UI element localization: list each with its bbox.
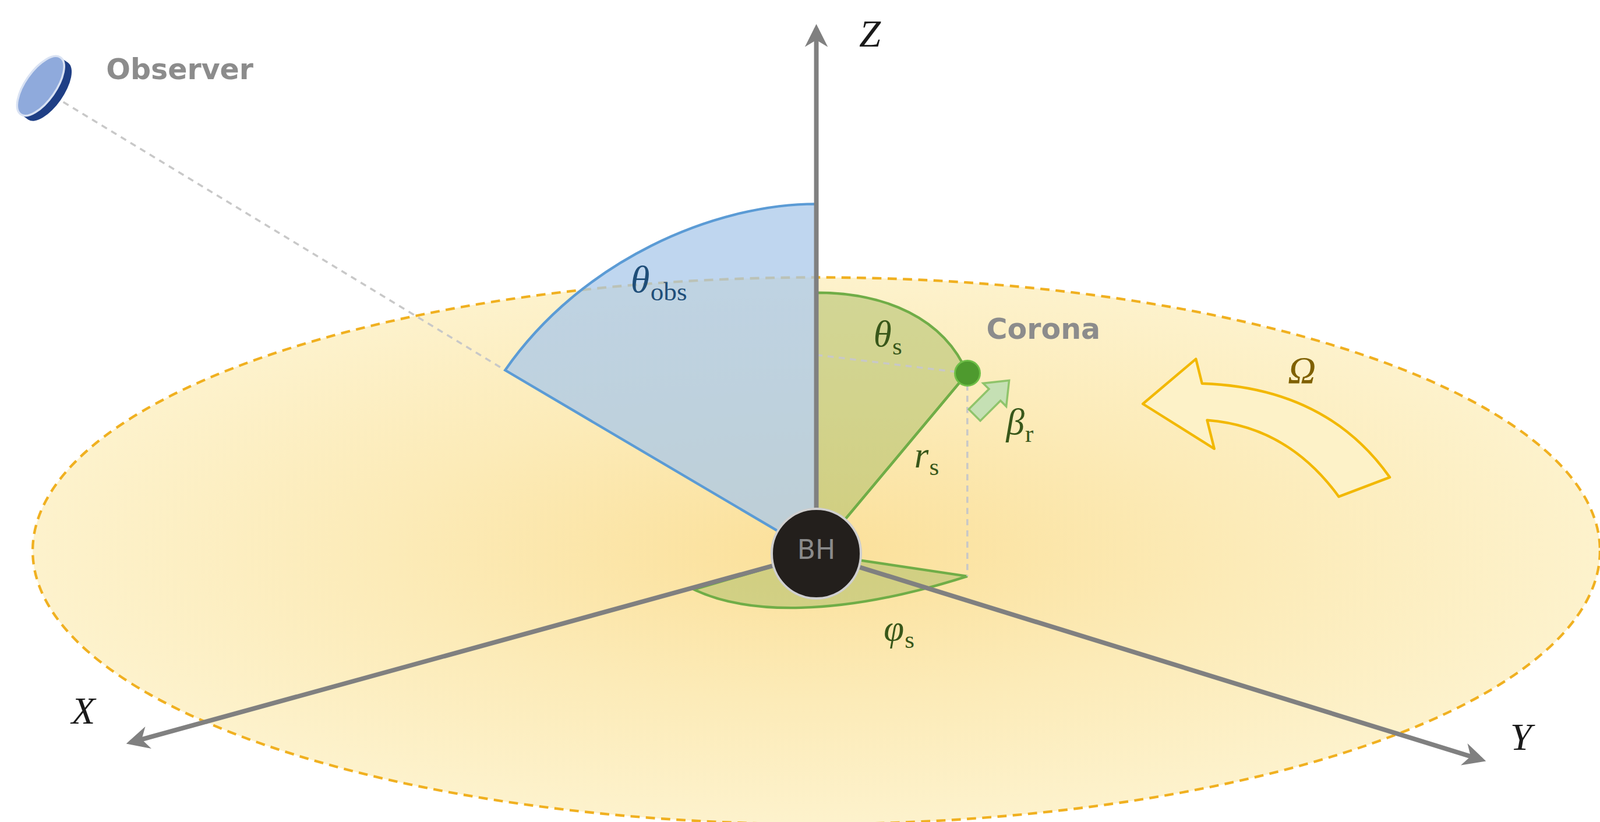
velocity-label: βr: [1005, 404, 1034, 448]
corona-label: Corona: [986, 315, 1101, 344]
inclination-wedge: [504, 203, 817, 554]
black-hole: BH: [770, 507, 863, 600]
x-axis: [130, 553, 817, 743]
radius-line: [845, 383, 959, 519]
y-axis: [816, 553, 1482, 761]
rotation-arrow: [1142, 359, 1390, 498]
symbol: θ: [630, 258, 651, 301]
z-axis: [814, 28, 819, 554]
radius-label: rs: [914, 437, 940, 481]
axis-label: X: [71, 691, 96, 731]
rotation-label: Ω: [1287, 351, 1316, 391]
corona-dot: Corona: [954, 359, 981, 387]
angle-label: φs: [883, 610, 915, 654]
axis-label: Z: [859, 14, 881, 54]
symbol: Y: [1510, 715, 1532, 759]
symbol: Ω: [1287, 348, 1316, 392]
symbol: β: [1005, 401, 1024, 443]
symbol: Z: [859, 12, 881, 55]
height-guide: [816, 355, 968, 374]
angle-label: θs: [873, 316, 903, 360]
line-of-sight: [63, 101, 506, 371]
observer-label: Observer: [106, 55, 254, 84]
subscript: s: [904, 626, 915, 654]
subscript: s: [929, 453, 940, 481]
angle-label: θobs: [630, 260, 688, 306]
subscript: obs: [650, 277, 688, 307]
symbol: θ: [873, 313, 892, 355]
subscript: r: [1025, 419, 1034, 448]
subscript: s: [892, 332, 903, 360]
black-hole-label: BH: [797, 534, 836, 566]
symbol: X: [71, 689, 96, 733]
observer-telescope: Observer: [6, 44, 258, 131]
projection-guide: [966, 373, 969, 577]
observer-icon: [6, 44, 83, 131]
symbol: φ: [883, 608, 904, 649]
connector-layer: [845, 383, 959, 519]
symbol: r: [914, 435, 930, 476]
axis-label: Y: [1510, 718, 1532, 758]
